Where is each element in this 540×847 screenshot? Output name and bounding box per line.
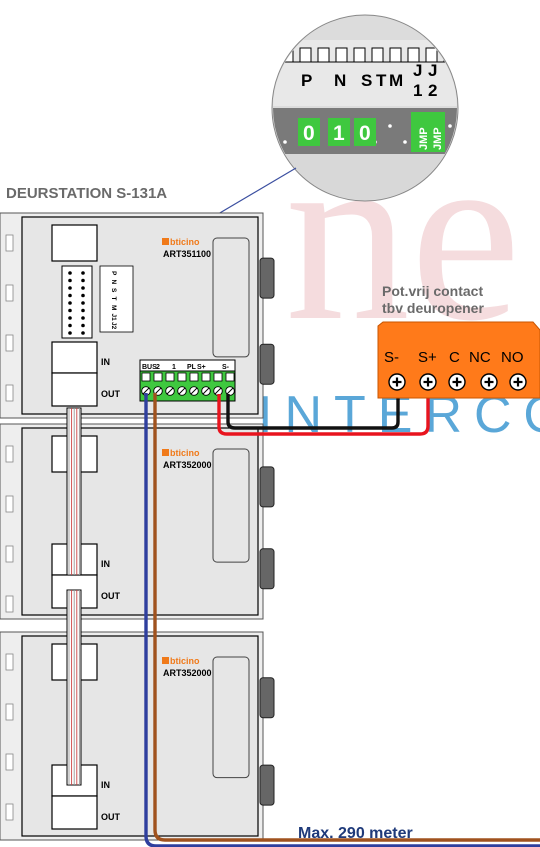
svg-text:P: P [110,271,117,276]
in-label: IN [101,559,110,569]
contact-title-1: Pot.vrij contact [382,283,483,299]
contact-terminal-label: S+ [418,349,437,366]
svg-text:bticino: bticino [170,656,200,666]
terminal-zoom-detail: P N S T M J J 1 2 0 1 0 JMP JMP [84,14,459,293]
zoom-label-j2-sub: 2 [428,81,437,100]
in-label: IN [101,357,110,367]
page-title: DEURSTATION S-131A [6,185,167,202]
module-code: ART351100 [163,249,211,259]
out-label: OUT [101,591,121,601]
zoom-digit-s: 0 [359,122,371,145]
distance-label: Max. 290 meter [298,825,413,842]
zoom-label-p: P [301,71,312,90]
flat-cable [66,407,82,786]
zoom-label-s: S [361,71,372,90]
contact-terminal-label: NC [469,349,491,366]
in-label: IN [101,780,110,790]
out-label: OUT [101,389,121,399]
zoom-digit-n: 1 [333,122,345,145]
terminal-header-label: PL [187,364,197,371]
zoom-digit-p: 0 [303,122,315,145]
svg-text:bticino: bticino [170,237,200,247]
svg-text:J2: J2 [110,322,117,330]
bticino-logo: bticino [162,656,200,666]
zoom-label-t: T [376,71,387,90]
contact-block: Pot.vrij contact tbv deuropener S- S+ C NC N… [377,283,540,399]
svg-text:J1: J1 [110,314,117,322]
module-code: ART352000 [163,460,212,470]
svg-text:M: M [110,305,117,310]
zoom-label-j1: J [413,61,422,80]
svg-text:bticino: bticino [170,448,200,458]
terminal-header-label: S+ [197,364,206,371]
out-label: OUT [101,812,121,822]
contact-terminal-label: C [449,349,460,366]
terminal-header-label: BUS [142,364,157,371]
terminal-header-label: S- [222,364,230,371]
svg-text:S: S [110,288,117,293]
zoom-labels: P N S T M J J 1 2 0 1 0 JMP JMP [298,61,445,152]
bticino-logo: bticino [162,448,200,458]
contact-terminal-label: NO [501,349,524,366]
wires [144,393,540,847]
bticino-logo: bticino [162,237,200,247]
zoom-jmp-1: JMP [418,127,430,150]
zoom-label-j2: J [428,61,437,80]
svg-text:T: T [110,297,117,301]
zoom-label-j1-sub: 1 [413,81,422,100]
module-code: ART352000 [163,668,212,678]
terminal-header-label: 2 [156,364,160,371]
zoom-label-n: N [334,71,346,90]
terminal-header-label: 1 [172,364,176,371]
zoom-jmp-2: JMP [432,127,444,150]
contact-title-2: tbv deuropener [382,300,484,316]
contact-terminal-label: S- [384,349,399,366]
zoom-label-m: M [389,71,403,90]
svg-text:N: N [110,280,117,285]
